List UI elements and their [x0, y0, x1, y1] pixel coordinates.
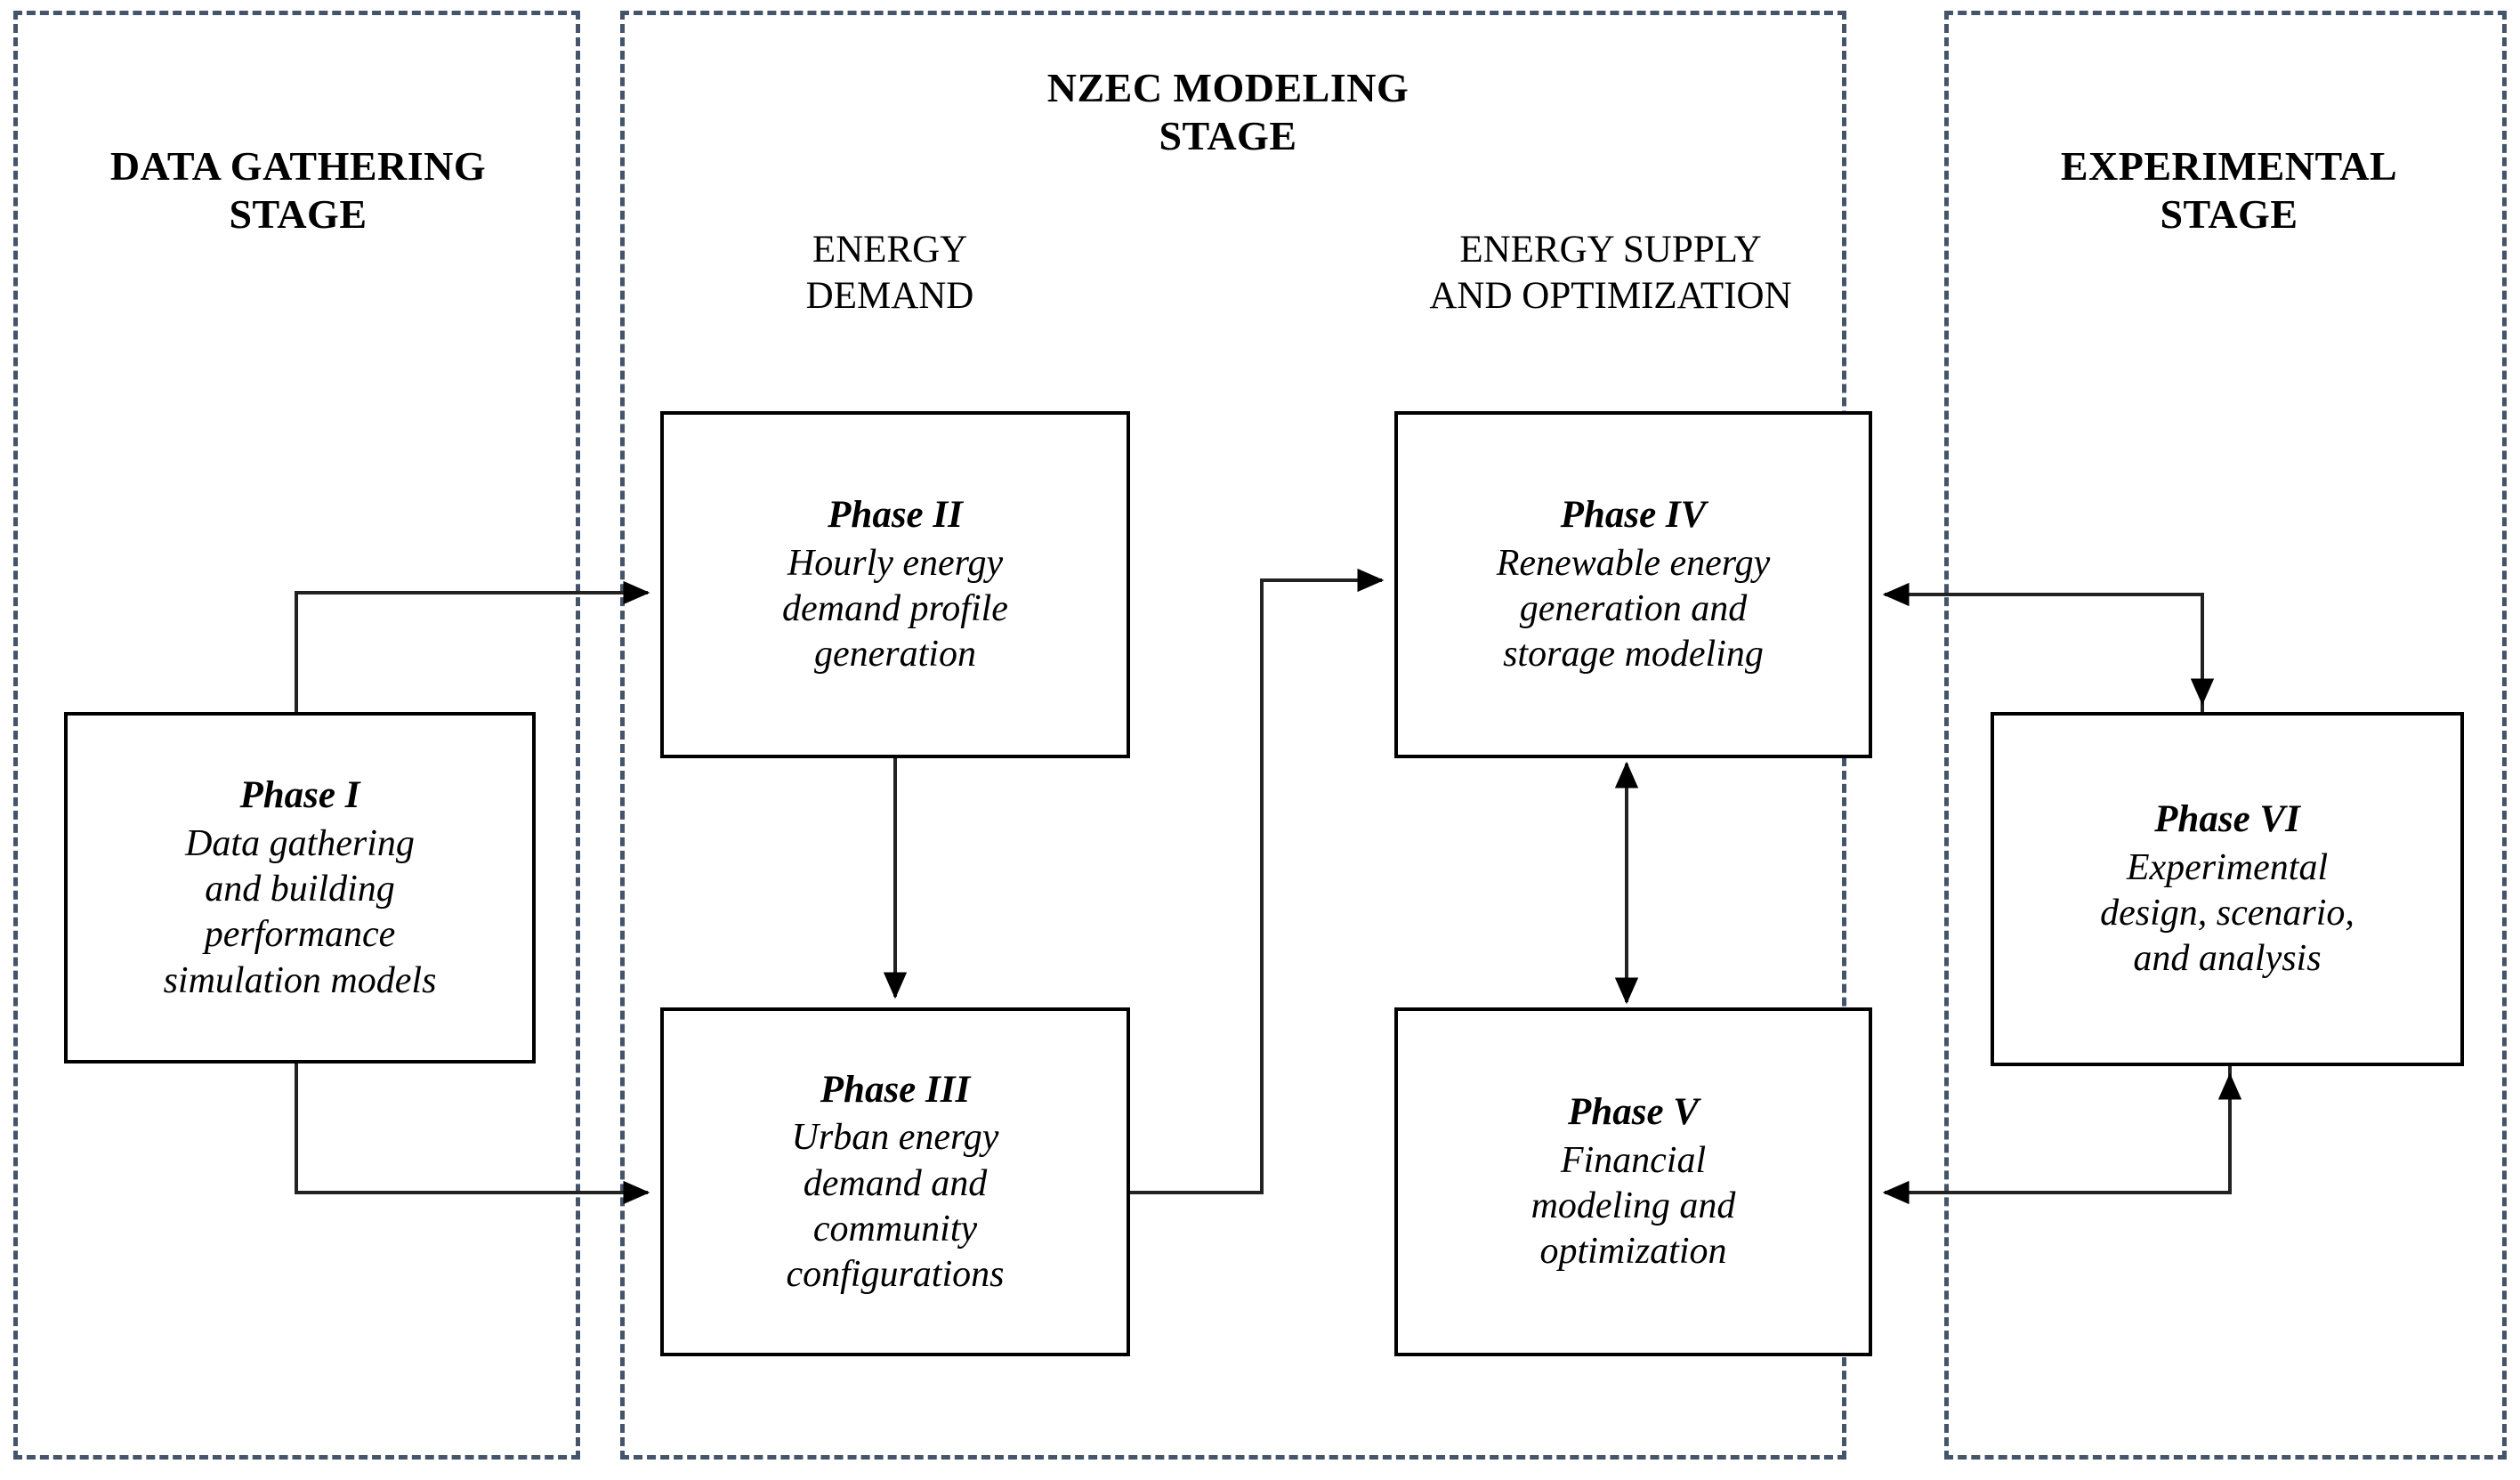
phase-body: Urban energy demand and community config… — [786, 1115, 1004, 1298]
phase-body-line: storage modeling — [1503, 634, 1764, 675]
phase-body: Financial modeling and optimization — [1531, 1138, 1736, 1275]
stage-title-nzec-modeling: NZEC MODELING STAGE — [917, 64, 1539, 161]
phase-body-line: Urban energy — [791, 1117, 999, 1159]
phase-body-line: and analysis — [2133, 938, 2322, 980]
phase-body-line: community — [812, 1208, 978, 1250]
phase-heading: Phase VI — [2154, 798, 2300, 841]
phase-body-line: Data gathering — [185, 822, 415, 864]
stage-title-line-1: DATA GATHERING — [109, 143, 487, 189]
phase-body-line: modeling and — [1531, 1185, 1736, 1227]
phase-box-phase-2[interactable]: Phase II Hourly energy demand profile ge… — [660, 411, 1130, 758]
phase-body: Experimental design, scenario, and analy… — [2100, 845, 2354, 983]
stage-panel-experimental — [1944, 11, 2507, 1460]
phase-heading: Phase III — [820, 1068, 971, 1111]
phase-heading: Phase IV — [1560, 494, 1707, 537]
phase-body-line: demand profile — [782, 588, 1008, 630]
phase-heading: Phase V — [1568, 1091, 1699, 1134]
phase-body-line: Financial — [1560, 1140, 1707, 1182]
phase-body-line: performance — [204, 914, 396, 956]
stage-title-experimental: EXPERIMENTAL STAGE — [1962, 142, 2496, 239]
phase-body-line: demand and — [803, 1162, 988, 1204]
phase-heading: Phase I — [239, 774, 360, 817]
stage-title-line-2: STAGE — [229, 191, 368, 238]
subheading-line-2: AND OPTIMIZATION — [1429, 274, 1792, 317]
stage-title-line-1: EXPERIMENTAL — [2060, 143, 2398, 189]
phase-box-phase-4[interactable]: Phase IV Renewable energy generation and… — [1394, 411, 1872, 758]
phase-body-line: configurations — [786, 1254, 1005, 1296]
phase-body-line: Experimental — [2126, 847, 2329, 889]
phase-box-phase-6[interactable]: Phase VI Experimental design, scenario, … — [1991, 712, 2464, 1066]
subheading-line-1: ENERGY — [812, 229, 968, 271]
subheading-line-1: ENERGY SUPPLY — [1459, 229, 1762, 271]
phase-box-phase-5[interactable]: Phase V Financial modeling and optimizat… — [1394, 1007, 1872, 1356]
phase-body-line: Renewable energy — [1496, 543, 1771, 585]
phase-body-line: simulation models — [163, 959, 437, 1001]
phase-heading: Phase II — [828, 494, 963, 537]
phase-body: Data gathering and building performance … — [164, 821, 437, 1004]
phase-body: Hourly energy demand profile generation — [782, 541, 1008, 678]
stage-panel-data-gathering — [13, 11, 580, 1460]
phase-box-phase-1[interactable]: Phase I Data gathering and building perf… — [64, 712, 536, 1063]
subheading-energy-demand: ENERGY DEMAND — [676, 227, 1103, 319]
stage-title-line-2: STAGE — [1159, 113, 1297, 159]
phase-body-line: design, scenario, — [2100, 893, 2354, 934]
phase-body: Renewable energy generation and storage … — [1497, 541, 1770, 678]
stage-title-line-1: NZEC MODELING — [1046, 65, 1409, 110]
phase-body-line: Hourly energy — [787, 543, 1004, 585]
phase-body-line: generation — [814, 634, 976, 675]
phase-body-line: optimization — [1539, 1231, 1727, 1273]
stage-title-line-2: STAGE — [2160, 191, 2298, 238]
subheading-energy-supply-and-optimization: ENERGY SUPPLY AND OPTIMIZATION — [1326, 227, 1895, 319]
stage-title-data-gathering: DATA GATHERING STAGE — [27, 142, 569, 239]
phase-body-line: and building — [205, 869, 395, 910]
phase-body-line: generation and — [1519, 588, 1748, 630]
phase-box-phase-3[interactable]: Phase III Urban energy demand and commun… — [660, 1007, 1130, 1356]
subheading-line-2: DEMAND — [805, 274, 974, 317]
